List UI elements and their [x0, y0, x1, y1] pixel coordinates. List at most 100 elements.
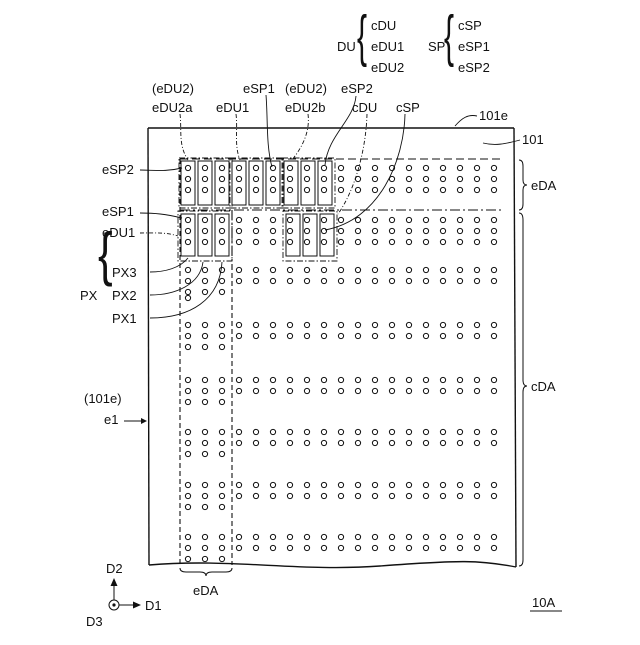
pixel-circle [202, 399, 207, 404]
pixel-circle [457, 228, 462, 233]
pixel-circle [321, 545, 326, 550]
pixel-circle [287, 545, 292, 550]
pixel-circle [355, 217, 360, 222]
pixel-circle [491, 322, 496, 327]
pixel-circle [457, 429, 462, 434]
pixel-circle [355, 228, 360, 233]
pixel-circle [457, 217, 462, 222]
axes-indicator: D2 D1 D3 [86, 561, 162, 629]
pixel-circle [457, 388, 462, 393]
pixel-circle [185, 493, 190, 498]
pixel-circle [423, 377, 428, 382]
pixel-circle [185, 482, 190, 487]
pixel-circle [270, 239, 275, 244]
pixel-circle [338, 534, 343, 539]
pixel-circle [491, 228, 496, 233]
label-d2: D2 [106, 561, 123, 576]
label-esp2-left: eSP2 [102, 162, 134, 177]
label-esp1-top: eSP1 [243, 81, 275, 96]
pixel-circle [253, 278, 258, 283]
pixel-circle [185, 165, 190, 170]
pixel-circle [338, 165, 343, 170]
pixel-circle [372, 440, 377, 445]
pixel-circle [372, 187, 377, 192]
pixel-circle [236, 278, 241, 283]
pixel-circle [236, 217, 241, 222]
pixel-circle [185, 187, 190, 192]
pixel-circle [270, 228, 275, 233]
pixel-circle [338, 440, 343, 445]
pixel-circle [491, 545, 496, 550]
pixel-circle [338, 388, 343, 393]
pixel-circle [474, 482, 479, 487]
pixel-circle [423, 176, 428, 181]
label-cda: cDA [531, 379, 556, 394]
pixel-circle [202, 429, 207, 434]
pixel-circle [270, 440, 275, 445]
pixel-circle [253, 388, 258, 393]
pixel-circle [372, 239, 377, 244]
pixel-circle [287, 493, 292, 498]
pixel-circle [423, 267, 428, 272]
pixel-circle [219, 504, 224, 509]
leader-edu2a [180, 114, 188, 160]
pixel-circle [287, 217, 292, 222]
pixel-circle [287, 228, 292, 233]
pixel-circle [185, 228, 190, 233]
pixel-circle [389, 534, 394, 539]
pixel-circle [355, 440, 360, 445]
pixel-circle [372, 333, 377, 338]
pixel-circle [202, 556, 207, 561]
pixel-circle [338, 333, 343, 338]
pixel-circle [253, 165, 258, 170]
label-101: 101 [522, 132, 544, 147]
pixel-circle [389, 545, 394, 550]
pixel-circle [321, 333, 326, 338]
pixel-circle [185, 333, 190, 338]
pixel-circle [474, 377, 479, 382]
pixel-circle [338, 377, 343, 382]
pixel-circle [321, 388, 326, 393]
pixel-circle [406, 482, 411, 487]
pixel-circle [423, 534, 428, 539]
pixel-circle [474, 429, 479, 434]
leader-esp2-left [140, 168, 182, 171]
pixel-circle [253, 440, 258, 445]
pixel-circle [185, 451, 190, 456]
pixel-circle [270, 482, 275, 487]
pixel-circle [185, 534, 190, 539]
pixel-circle [236, 165, 241, 170]
d2-arrowhead-icon [111, 578, 118, 586]
pixel-circle [474, 187, 479, 192]
pixel-circle [440, 228, 445, 233]
pixel-circle [338, 482, 343, 487]
pixel-circle [338, 228, 343, 233]
label-101e-top: 101e [479, 108, 508, 123]
pixel-circle [491, 429, 496, 434]
pixel-circle [457, 545, 462, 550]
pixel-circle [406, 388, 411, 393]
pixel-circle [304, 388, 309, 393]
pixel-circle [440, 377, 445, 382]
pixel-circle [236, 239, 241, 244]
label-eda-bottom: eDA [193, 583, 219, 598]
pixel-circle [457, 239, 462, 244]
pixel-circle [321, 239, 326, 244]
label-esp1-left: eSP1 [102, 204, 134, 219]
pixel-circle [440, 333, 445, 338]
pixel-circle [457, 165, 462, 170]
pixel-circle [457, 176, 462, 181]
pixel-circle [270, 217, 275, 222]
pixel-circle [457, 493, 462, 498]
label-d3: D3 [86, 614, 103, 629]
label-px: PX [80, 288, 98, 303]
pixel-circle [491, 165, 496, 170]
pixel-circle [491, 493, 496, 498]
pixel-circle [440, 217, 445, 222]
pixel-circle [236, 545, 241, 550]
pixel-circle [202, 322, 207, 327]
cda-right-bracket [519, 213, 527, 566]
pixel-circle [389, 217, 394, 222]
pixel-circle [440, 176, 445, 181]
pixel-circle [423, 217, 428, 222]
